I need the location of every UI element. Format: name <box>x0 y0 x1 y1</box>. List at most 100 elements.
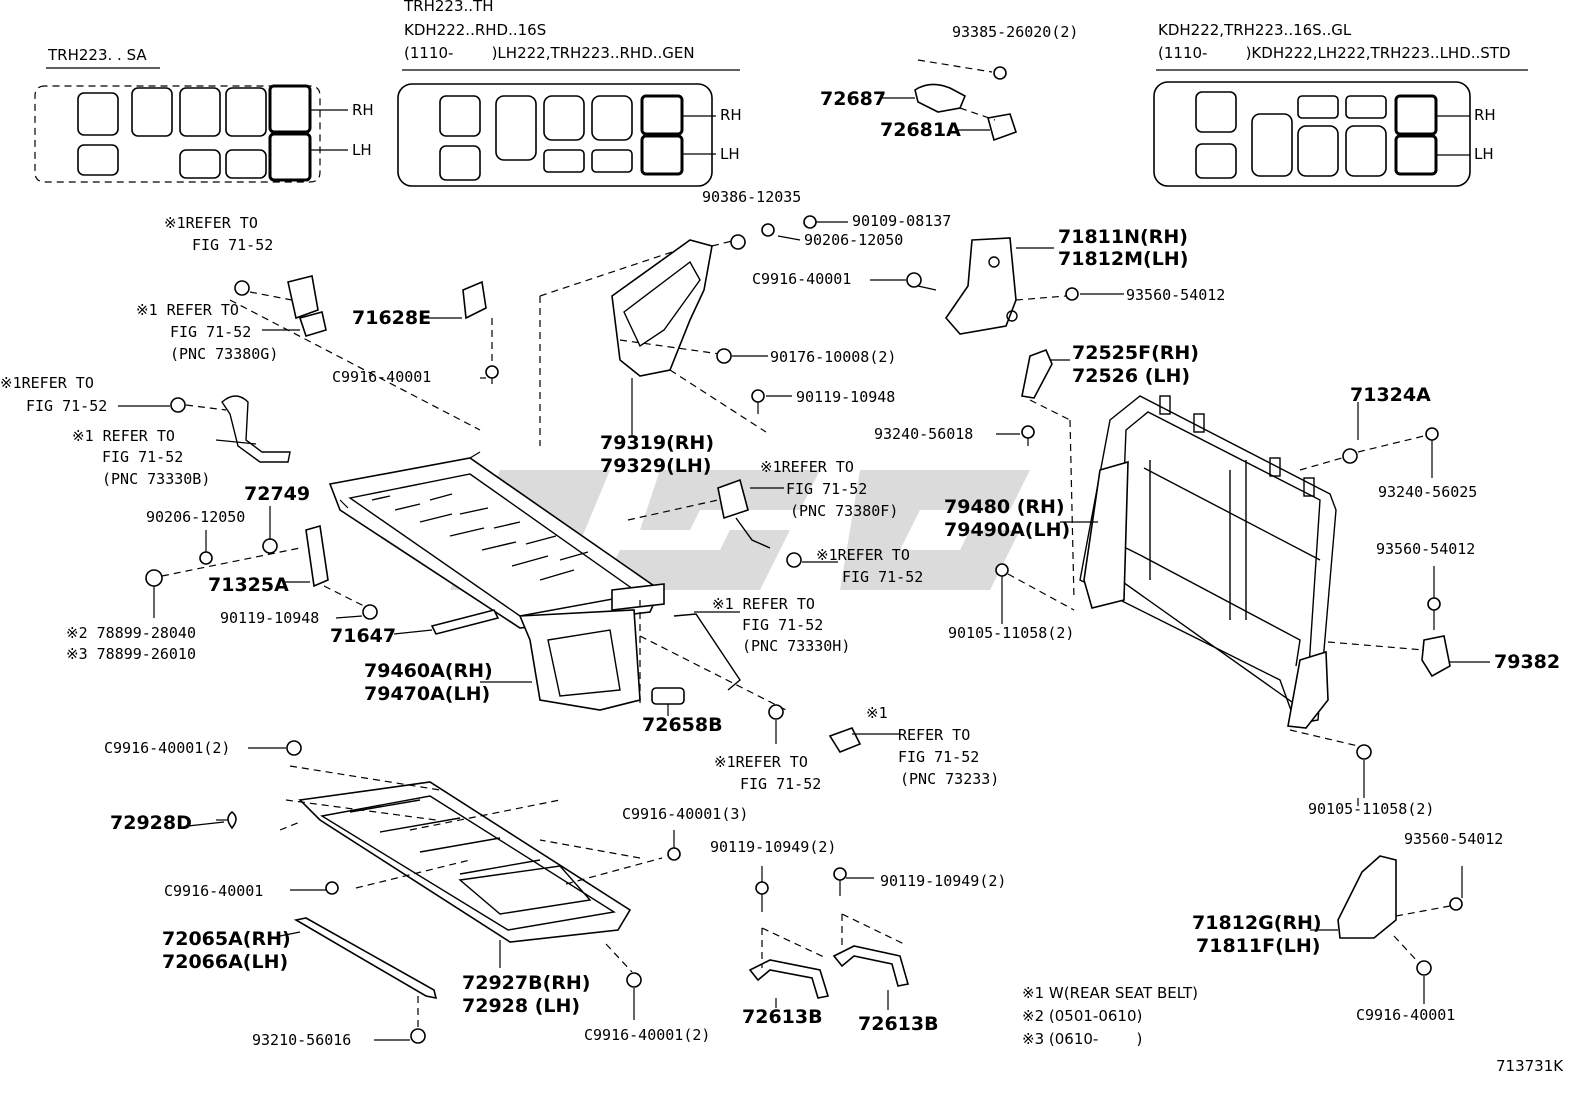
part-label[interactable]: C9916-40001 <box>332 368 432 386</box>
part-label[interactable]: 71647 <box>330 625 397 647</box>
part-label[interactable]: 71811N(RH) <box>1058 226 1188 248</box>
part-label[interactable]: 71325A <box>208 574 289 596</box>
inset-seat-layout-th <box>397 69 740 187</box>
refer-note[interactable]: FIG 71-52 <box>192 236 274 254</box>
inset-lh-label: LH <box>720 145 740 163</box>
part-label[interactable]: 90105-11058(2) <box>948 624 1075 642</box>
part-label[interactable]: ※2 78899-28040 <box>66 624 196 642</box>
part-label[interactable]: 93560-54012 <box>1126 286 1226 304</box>
part-label[interactable]: 90119-10949(2) <box>710 838 837 856</box>
part-label[interactable]: 72928D <box>110 812 192 834</box>
part-label[interactable]: 90206-12050 <box>146 508 246 526</box>
part-label[interactable]: 72066A(LH) <box>162 951 289 973</box>
inset-header-th-line3: (1110- )LH222,TRH223..RHD..GEN <box>404 44 695 62</box>
part-label[interactable]: 90206-12050 <box>804 231 904 249</box>
inset-rh-label: RH <box>352 101 374 119</box>
legend-note-3: ※3 (0610- ) <box>1022 1030 1143 1048</box>
part-label[interactable]: 79319(RH) <box>600 432 714 454</box>
part-label[interactable]: 93385-26020(2) <box>952 23 1079 41</box>
part-label[interactable]: 72681A <box>880 119 961 141</box>
inset-rh-label: RH <box>720 106 742 124</box>
refer-note[interactable]: (PNC 73330B) <box>102 470 211 488</box>
part-label[interactable]: 72065A(RH) <box>162 928 291 950</box>
part-label[interactable]: 90176-10008(2) <box>770 348 897 366</box>
part-label[interactable]: 90119-10949(2) <box>880 872 1007 890</box>
part-label[interactable]: 79329(LH) <box>600 455 712 477</box>
refer-note[interactable]: (PNC 73330H) <box>742 637 851 655</box>
refer-note[interactable]: ※1REFER TO <box>760 458 854 476</box>
part-label[interactable]: ※3 78899-26010 <box>66 645 196 663</box>
buckle-left-art <box>170 275 499 463</box>
inset-header-gl-line2: (1110- )KDH222,LH222,TRH223..LHD..STD <box>1158 44 1511 62</box>
part-label[interactable]: 93240-56018 <box>874 425 974 443</box>
bracket-72687-art <box>880 59 1018 142</box>
part-label[interactable]: 71324A <box>1350 384 1431 406</box>
figure-number: 713731K <box>1496 1057 1564 1075</box>
refer-note[interactable]: FIG 71-52 <box>102 448 184 466</box>
left-small-parts-art <box>145 506 532 683</box>
inset-header-sa: TRH223. . SA <box>48 46 147 64</box>
part-label[interactable]: 90119-10948 <box>796 388 896 406</box>
part-label[interactable]: 72687 <box>820 88 887 110</box>
part-label[interactable]: 72613B <box>858 1013 939 1035</box>
part-label[interactable]: 72525F(RH) <box>1072 342 1199 364</box>
refer-note[interactable]: FIG 71-52 <box>898 748 980 766</box>
part-label[interactable]: 79460A(RH) <box>364 660 493 682</box>
part-label[interactable]: 90119-10948 <box>220 609 320 627</box>
refer-note[interactable]: ※1 REFER TO <box>136 301 239 319</box>
part-label[interactable]: 72927B(RH) <box>462 972 591 994</box>
part-label[interactable]: 93560-54012 <box>1404 830 1504 848</box>
part-label[interactable]: C9916-40001(2) <box>584 1026 711 1044</box>
refer-note[interactable]: (PNC 73233) <box>900 770 1000 788</box>
refer-note[interactable]: ※1REFER TO <box>164 214 258 232</box>
refer-note[interactable]: FIG 71-52 <box>742 616 824 634</box>
part-label[interactable]: 71628E <box>352 307 432 329</box>
part-label[interactable]: 90386-12035 <box>702 188 802 206</box>
refer-note[interactable]: REFER TO <box>898 726 971 744</box>
refer-note[interactable]: ※1 <box>866 704 888 722</box>
part-label[interactable]: 71812M(LH) <box>1058 248 1189 270</box>
part-label[interactable]: C9916-40001 <box>164 882 264 900</box>
legend-note-2: ※2 (0501-0610) <box>1022 1007 1143 1025</box>
part-label[interactable]: 93210-56016 <box>252 1031 352 1049</box>
inset-seat-layout-gl <box>1153 69 1528 187</box>
part-label[interactable]: 79490A(LH) <box>944 519 1071 541</box>
refer-note[interactable]: ※1 REFER TO <box>72 427 175 445</box>
refer-note[interactable]: FIG 71-52 <box>842 568 924 586</box>
refer-note[interactable]: FIG 71-52 <box>170 323 252 341</box>
seat-cushion-frame-art <box>328 245 691 711</box>
part-label[interactable]: 79480 (RH) <box>944 496 1065 518</box>
refer-note[interactable]: FIG 71-52 <box>26 397 108 415</box>
part-label[interactable]: 79470A(LH) <box>364 683 491 705</box>
refer-note[interactable]: ※1REFER TO <box>0 374 94 392</box>
brackets-72613b-art <box>748 866 910 1010</box>
part-label[interactable]: C9916-40001(2) <box>104 739 231 757</box>
refer-note[interactable]: ※1REFER TO <box>816 546 910 564</box>
refer-note[interactable]: ※1REFER TO <box>714 753 808 771</box>
centre-buckle-art <box>627 478 900 753</box>
refer-note[interactable]: ※1 REFER TO <box>712 595 815 613</box>
part-label[interactable]: 79382 <box>1494 651 1561 673</box>
inset-lh-label: LH <box>352 141 372 159</box>
part-label[interactable]: 72658B <box>642 714 723 736</box>
part-label[interactable]: 93240-56025 <box>1378 483 1478 501</box>
part-label[interactable]: C9916-40001(3) <box>622 805 749 823</box>
part-label[interactable]: 71812G(RH) <box>1192 912 1322 934</box>
refer-note[interactable]: FIG 71-52 <box>740 775 822 793</box>
part-label[interactable]: 71811F(LH) <box>1196 935 1321 957</box>
part-label[interactable]: 93560-54012 <box>1376 540 1476 558</box>
legend-note-1: ※1 W(REAR SEAT BELT) <box>1022 984 1199 1002</box>
inset-rh-label: RH <box>1474 106 1496 124</box>
refer-note[interactable]: FIG 71-52 <box>786 480 868 498</box>
part-label[interactable]: 72613B <box>742 1006 823 1028</box>
part-label[interactable]: 90105-11058(2) <box>1308 800 1435 818</box>
refer-note[interactable]: (PNC 73380G) <box>170 345 279 363</box>
part-label[interactable]: 72749 <box>244 483 311 505</box>
part-label[interactable]: C9916-40001 <box>1356 1006 1456 1024</box>
part-label[interactable]: 72526 (LH) <box>1072 365 1191 387</box>
part-label[interactable]: 72928 (LH) <box>462 995 581 1017</box>
part-label[interactable]: C9916-40001 <box>752 270 852 288</box>
part-label[interactable]: 90109-08137 <box>852 212 952 230</box>
refer-note[interactable]: (PNC 73380F) <box>790 502 899 520</box>
